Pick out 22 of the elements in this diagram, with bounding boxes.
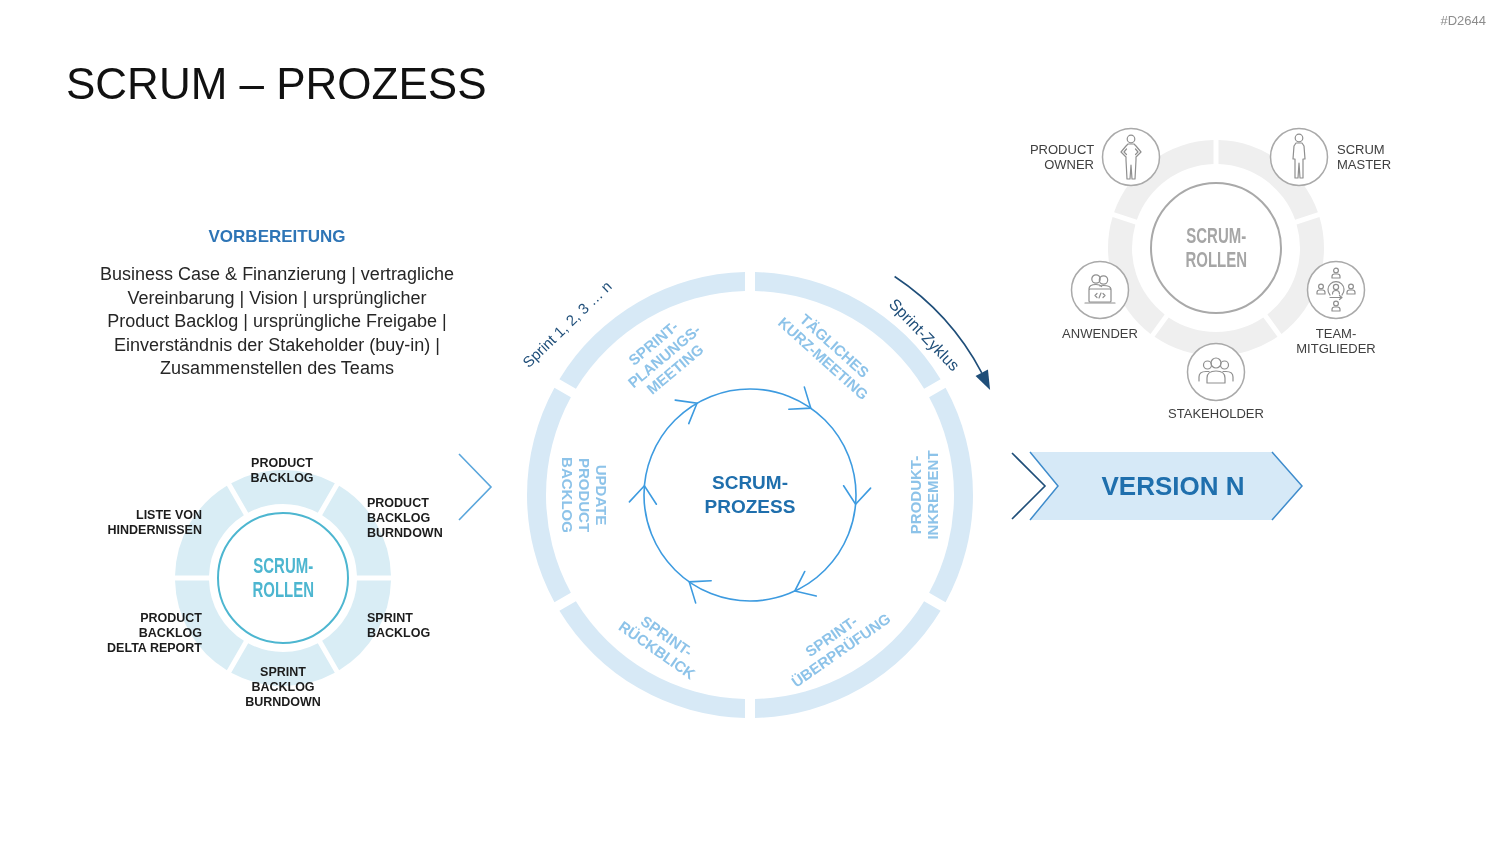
- ring-label: LISTE VON HINDERNISSEN: [106, 508, 202, 538]
- role-label: ANWENDER: [1062, 326, 1138, 341]
- role-label: STAKEHOLDER: [1168, 406, 1264, 421]
- paragraph: Business Case & Finanzierung | vertragliche Vereinbarung | Vision | ursprünglicher Product Backlog | ursprüngliche Freigabe | Einverständnis der Stakeholder (buy-in) | Zusammenstellen des Teams: [99, 263, 455, 380]
- ring-label: PRODUCT BACKLOG BURNDOWN: [367, 495, 443, 541]
- role-label: PRODUCT OWNER: [1029, 142, 1094, 172]
- reference-code: #D2644: [1440, 12, 1486, 28]
- ring-label: PRODUKT- INKREMENT: [907, 450, 941, 540]
- ring-label: UPDATE PRODUCT BACKLOG: [558, 457, 610, 533]
- page-title: SCRUM – PROZESS: [66, 58, 487, 110]
- ring-label: PRODUCT BACKLOG: [250, 456, 314, 486]
- role-label: SCRUM MASTER: [1337, 142, 1392, 172]
- banner-label: VERSION N: [1101, 470, 1245, 502]
- circle-title: SCRUM- PROZESS: [704, 471, 796, 519]
- role-label: TEAM- MITGLIEDER: [1296, 326, 1376, 356]
- ring-label: PRODUCT BACKLOG DELTA REPORT: [106, 610, 202, 656]
- ring-label: SPRINT BACKLOG: [367, 611, 431, 641]
- circle-title: SCRUM- ROLLEN: [252, 554, 314, 602]
- circle-title: SCRUM- ROLLEN: [1185, 224, 1247, 272]
- inner-circle: [217, 512, 349, 644]
- ring-label: SPRINT BACKLOG BURNDOWN: [245, 664, 321, 710]
- section-heading: VORBEREITUNG: [208, 227, 346, 247]
